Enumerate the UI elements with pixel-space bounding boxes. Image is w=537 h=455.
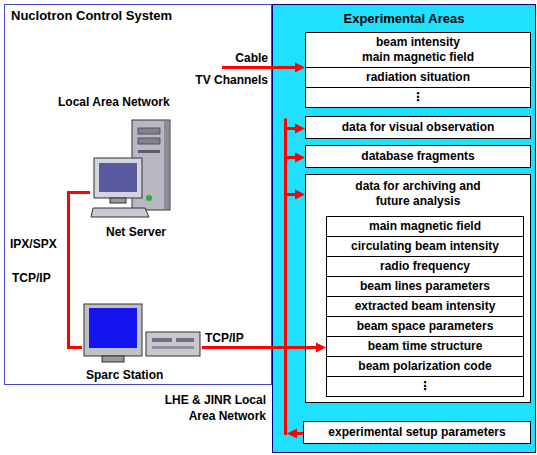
channel-label: Cable bbox=[235, 50, 268, 66]
data-box: data for visual observation bbox=[305, 116, 531, 139]
list-row: ⋮ bbox=[327, 377, 523, 396]
box-heading: data for archiving and future analysis bbox=[306, 175, 530, 213]
network-bus bbox=[286, 119, 306, 439]
workstation-node: Sparc Station bbox=[82, 302, 202, 383]
list-row: beam polarization code bbox=[327, 357, 523, 377]
link-label: TCP/IP bbox=[205, 330, 244, 346]
list-row: beam time structure bbox=[327, 337, 523, 357]
box-text: experimental setup parameters bbox=[304, 422, 530, 443]
device-caption: Sparc Station bbox=[82, 366, 202, 383]
panel-title: Nuclotron Control System bbox=[5, 5, 271, 27]
network-label: LHE & JINR Local Area Network bbox=[140, 392, 266, 424]
box-text: database fragments bbox=[306, 146, 530, 167]
list-row: radio frequency bbox=[327, 257, 523, 277]
control-system-panel: Nuclotron Control SystemNet ServerSparc … bbox=[4, 4, 272, 385]
panel-title: Experimental Areas bbox=[273, 5, 535, 27]
network-link bbox=[202, 343, 326, 353]
workstation-icon bbox=[82, 302, 202, 366]
server-node: Net Server bbox=[90, 118, 182, 240]
list-row: circulating beam intensity bbox=[327, 237, 523, 257]
channel-label: TV Channels bbox=[195, 72, 268, 88]
list-row: beam lines parameters bbox=[327, 277, 523, 297]
data-box: database fragments bbox=[305, 145, 531, 168]
archive-box: data for archiving and future analysisma… bbox=[305, 174, 531, 403]
protocol-label: IPX/SPX bbox=[10, 236, 57, 252]
list-row: extracted beam intensity bbox=[327, 297, 523, 317]
list-row: ⋮ bbox=[306, 88, 530, 107]
parameter-list: main magnetic fieldcirculating beam inte… bbox=[326, 216, 524, 397]
network-link bbox=[69, 193, 91, 348]
list-row: radiation situation bbox=[306, 68, 530, 88]
monitor-box: beam intensity main magnetic fieldradiat… bbox=[305, 32, 531, 108]
list-row: beam intensity main magnetic field bbox=[306, 33, 530, 68]
network-link bbox=[222, 63, 305, 73]
protocol-label: TCP/IP bbox=[12, 270, 51, 286]
experimental-areas-panel: Experimental Areas beam intensity main ma… bbox=[272, 4, 536, 453]
server-icon bbox=[90, 118, 180, 222]
box-text: data for visual observation bbox=[306, 117, 530, 138]
device-caption: Net Server bbox=[90, 222, 182, 240]
network-label: Local Area Network bbox=[58, 94, 170, 110]
data-box: experimental setup parameters bbox=[303, 421, 531, 444]
list-row: main magnetic field bbox=[327, 217, 523, 237]
list-row: beam space parameters bbox=[327, 317, 523, 337]
